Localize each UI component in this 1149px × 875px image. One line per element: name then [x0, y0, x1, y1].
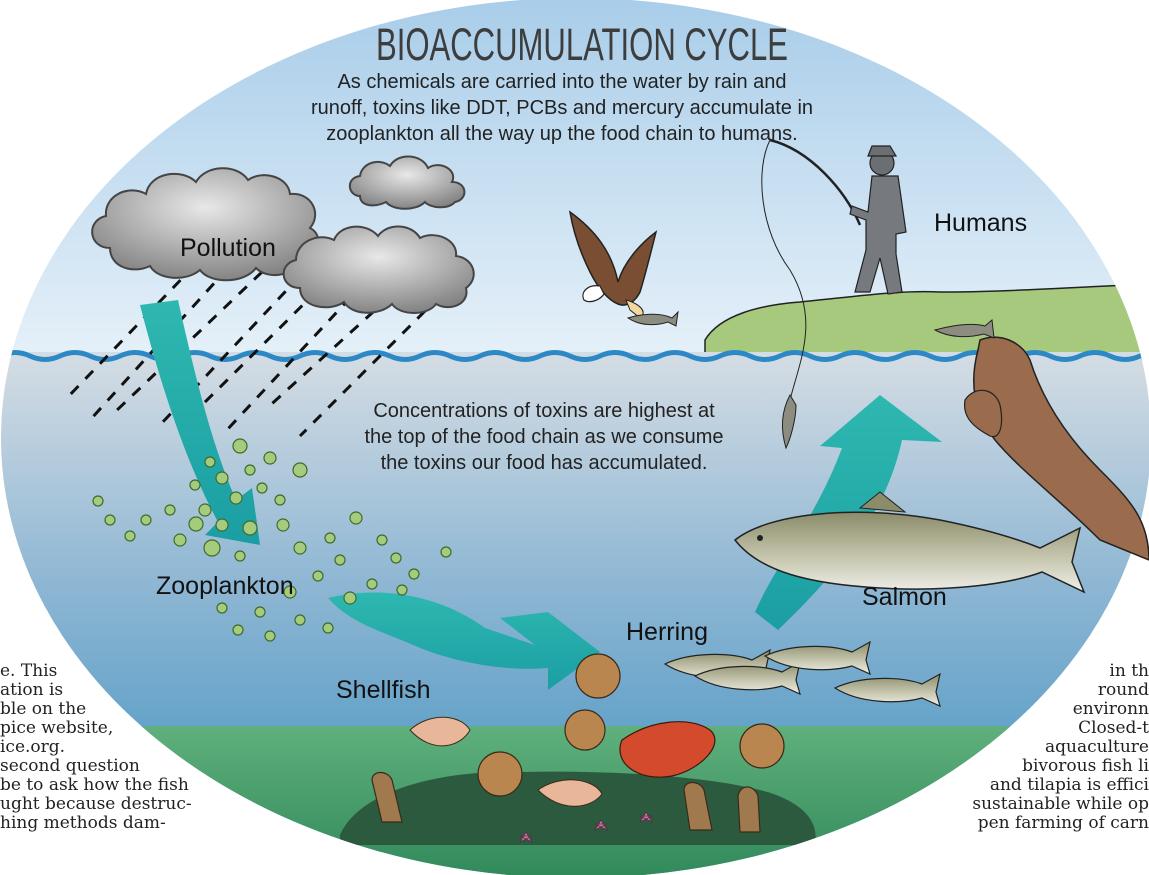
subtitle-line-1: As chemicals are carried into the water … [337, 71, 786, 93]
right-column-line: Closed-t [972, 719, 1149, 738]
left-column-line: pice website, [0, 719, 192, 738]
right-column-line: bivorous fish li [972, 757, 1149, 776]
right-column-line: environn [972, 700, 1149, 719]
label-salmon: Salmon [862, 583, 947, 611]
right-column-line: round [972, 681, 1149, 700]
right-column-line: and tilapia is effici [972, 776, 1149, 795]
right-column-line: pen farming of carn [972, 814, 1149, 833]
left-column-line: be to ask how the fish [0, 776, 192, 795]
label-shellfish: Shellfish [336, 676, 431, 704]
label-pollution: Pollution [180, 234, 276, 262]
diagram-title: BIOACCUMULATION CYCLE [376, 19, 788, 70]
label-herring: Herring [626, 618, 708, 646]
left-column-line: e. This [0, 662, 192, 681]
left-column-line: ught because destruc- [0, 795, 192, 814]
note-line-2: the top of the food chain as we consume [364, 426, 723, 448]
left-column-line: ation is [0, 681, 192, 700]
subtitle-line-2: runoff, toxins like DDT, PCBs and mercur… [311, 97, 813, 119]
note-line-1: Concentrations of toxins are highest at [373, 400, 715, 422]
label-zooplankton: Zooplankton [156, 572, 294, 600]
left-column-line: second question [0, 757, 192, 776]
left-column-line: hing methods dam- [0, 814, 192, 833]
note-line-3: the toxins our food has accumulated. [381, 452, 708, 474]
left-column-line: ice.org. [0, 738, 192, 757]
left-column-line: ble on the [0, 700, 192, 719]
right-column-line: sustainable while op [972, 795, 1149, 814]
label-humans: Humans [934, 209, 1027, 237]
right-column-line: aquaculture [972, 738, 1149, 757]
subtitle-line-3: zooplankton all the way up the food chai… [326, 123, 797, 145]
right-column-line: in th [972, 662, 1149, 681]
cloud-medium [284, 226, 474, 313]
